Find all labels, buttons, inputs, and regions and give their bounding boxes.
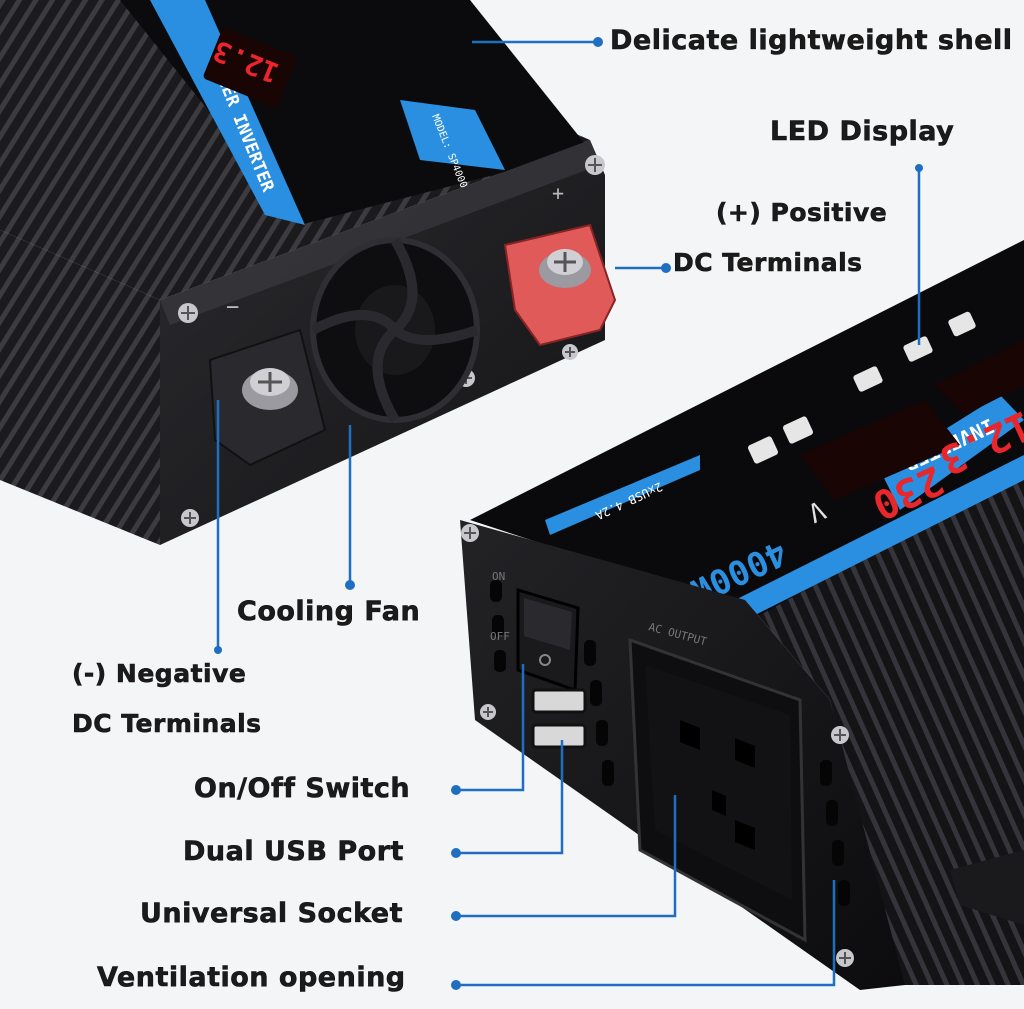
blue-stripe: [735, 455, 1024, 620]
top-panel-front: [470, 240, 1024, 615]
screw: [831, 726, 849, 744]
switch-on-label: ON: [492, 570, 505, 583]
negative-terminal: −: [208, 295, 327, 467]
ventilation-slots: [490, 580, 850, 906]
label-cooling-fan: Cooling Fan: [237, 596, 421, 628]
label-switch: On/Off Switch: [194, 773, 411, 805]
screw: [480, 704, 496, 720]
label-usb: Dual USB Port: [183, 836, 404, 868]
screw: [181, 509, 199, 527]
screw: [461, 524, 479, 542]
switch-off-label: OFF: [490, 630, 510, 643]
heatsink-fins-front: [745, 470, 1024, 985]
label-positive-line2: DC Terminals: [673, 248, 863, 278]
leader-lines: [216, 40, 921, 987]
cooling-fan: [310, 237, 480, 423]
label-positive-line1: (+) Positive: [716, 198, 888, 228]
model-tag: [400, 100, 505, 170]
label-ventilation: Ventilation opening: [97, 962, 406, 994]
screw: [178, 303, 198, 323]
positive-terminal: +: [503, 181, 617, 347]
leader-dots: [214, 37, 923, 990]
led-display-front: 230 12.3 V: [800, 340, 1024, 528]
plus-sign: +: [552, 181, 564, 205]
front-inverter: INVERTER 4000W 2xUSB 4.2A 230 12.3 V: [460, 240, 1024, 990]
power-switch: ON OFF: [490, 570, 580, 693]
rear-inverter: POWER INVERTER MODEL: SP4000 12.3 −: [0, 0, 617, 545]
screw: [836, 949, 854, 967]
usb-ports: [531, 688, 587, 749]
screw: [562, 344, 578, 360]
label-negative-line1: (-) Negative: [72, 659, 247, 689]
brand-banner: [150, 0, 305, 225]
label-led-display: LED Display: [770, 116, 955, 148]
led-display-rear: [203, 28, 296, 107]
heatsink-side: [0, 230, 160, 545]
indicator-icons: [747, 311, 976, 464]
label-shell: Delicate lightweight shell: [610, 25, 1013, 57]
minus-sign: −: [226, 295, 239, 320]
inverter-banner: [880, 395, 1024, 510]
screw: [585, 155, 605, 175]
label-socket: Universal Socket: [140, 898, 404, 930]
label-negative-line2: DC Terminals: [72, 709, 262, 739]
